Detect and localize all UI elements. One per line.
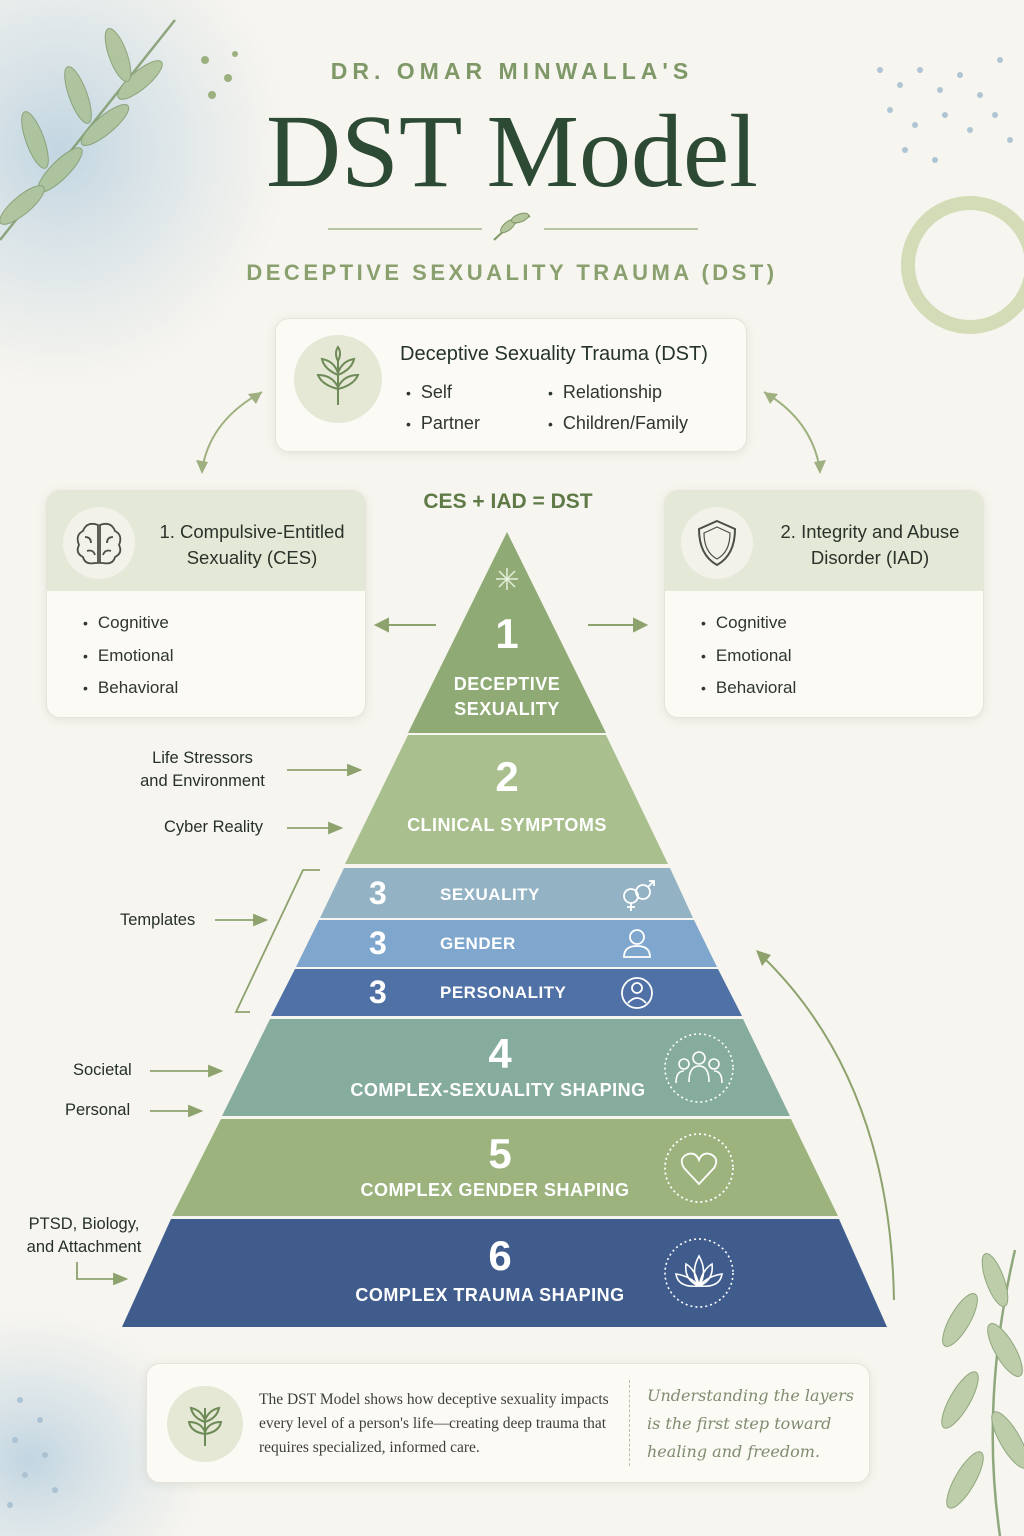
iad-item: Cognitive <box>701 607 796 640</box>
user-circle-icon <box>621 977 653 1009</box>
ces-card-title: 1. Compulsive-Entitled Sexuality (CES) <box>143 519 361 571</box>
iad-title-line: Disorder (IAD) <box>810 547 930 568</box>
template-sexuality-number: 3 <box>369 875 387 911</box>
upward-arrow <box>761 955 895 1301</box>
societal-label: Societal <box>73 1061 132 1079</box>
template-personality-label: PERSONALITY <box>440 983 567 1002</box>
layer-2-number: 2 <box>495 753 519 800</box>
dst-formula: CES + IAD = DST <box>423 490 593 513</box>
ces-items: Cognitive Emotional Behavioral <box>83 607 178 705</box>
iad-item: Emotional <box>701 640 796 673</box>
ptsd-label: PTSD, Biology, and Attachment <box>18 1213 150 1259</box>
dst-item: Self <box>406 377 480 408</box>
layer-2-label: CLINICAL SYMPTOMS <box>407 815 607 835</box>
gender-symbols-icon <box>623 880 655 911</box>
plant-sprout-icon <box>294 335 382 423</box>
footer-quote-line: Understanding the layers <box>647 1386 854 1405</box>
iad-items: Cognitive Emotional Behavioral <box>701 607 796 705</box>
cyber-reality-label: Cyber Reality <box>164 818 264 836</box>
layer-1-label: DECEPTIVE SEXUALITY <box>407 672 607 722</box>
title-leaf-ornament <box>493 212 531 241</box>
template-personality-number: 3 <box>369 974 387 1010</box>
life-stressors-line: Life Stressors <box>152 749 253 767</box>
iad-title-line: 2. Integrity and Abuse <box>780 521 960 542</box>
ces-item: Behavioral <box>83 672 178 705</box>
iad-card: 2. Integrity and Abuse Disorder (IAD) Co… <box>664 490 984 718</box>
shield-icon <box>681 507 753 579</box>
dst-items-left: Self Partner <box>406 377 480 439</box>
footer-card: The DST Model shows how deceptive sexual… <box>146 1363 870 1483</box>
ptsd-label-line: PTSD, Biology, <box>28 1215 140 1233</box>
person-icon <box>623 929 651 958</box>
ces-item: Emotional <box>83 640 178 673</box>
layer-1-label-line: DECEPTIVE <box>453 674 561 694</box>
iad-card-title: 2. Integrity and Abuse Disorder (IAD) <box>761 519 979 571</box>
dst-items-right: Relationship Children/Family <box>548 377 688 439</box>
dst-definition-card: Deceptive Sexuality Trauma (DST) Self Pa… <box>275 318 747 452</box>
layer-5-label: COMPLEX GENDER SHAPING <box>360 1180 630 1200</box>
ces-card-header: 1. Compulsive-Entitled Sexuality (CES) <box>47 491 365 591</box>
page-title: DST Model <box>265 94 759 209</box>
templates-bracket <box>234 869 320 1013</box>
footer-quote-line: healing and freedom. <box>647 1442 820 1461</box>
layer-1-number: 1 <box>495 610 519 657</box>
footer-quote: Understanding the layers is the first st… <box>647 1382 857 1466</box>
ces-card: 1. Compulsive-Entitled Sexuality (CES) C… <box>46 490 366 718</box>
dst-item: Relationship <box>548 377 688 408</box>
ces-item: Cognitive <box>83 607 178 640</box>
layer-6-number: 6 <box>488 1232 512 1279</box>
layer-4-number: 4 <box>488 1030 512 1077</box>
template-gender-number: 3 <box>369 925 387 961</box>
author-overline: DR. OMAR MINWALLA'S <box>330 58 694 84</box>
layer-4-label: COMPLEX-SEXUALITY SHAPING <box>350 1080 646 1100</box>
layer-6-label: COMPLEX TRAUMA SHAPING <box>355 1285 625 1305</box>
ptsd-label-line: and Attachment <box>26 1238 142 1256</box>
layer-1-label-line: SEXUALITY <box>454 699 560 719</box>
brain-icon <box>63 507 135 579</box>
dst-item: Children/Family <box>548 408 688 439</box>
layer-5-number: 5 <box>488 1130 512 1177</box>
personal-label: Personal <box>65 1101 131 1119</box>
ces-title-line: Sexuality (CES) <box>186 547 318 568</box>
template-gender-label: GENDER <box>440 934 516 953</box>
life-stressors-label: Life Stressors and Environment <box>120 747 285 793</box>
templates-label: Templates <box>120 911 196 929</box>
ces-title-line: 1. Compulsive-Entitled <box>159 521 345 542</box>
page-subtitle: DECEPTIVE SEXUALITY TRAUMA (DST) <box>246 260 778 285</box>
dst-card-title: Deceptive Sexuality Trauma (DST) <box>400 343 708 365</box>
footer-description: The DST Model shows how deceptive sexual… <box>259 1391 609 1456</box>
iad-card-header: 2. Integrity and Abuse Disorder (IAD) <box>665 491 983 591</box>
sparkle-icon <box>496 568 518 590</box>
iad-item: Behavioral <box>701 672 796 705</box>
leaf-branch-bottom-right <box>941 1249 1024 1536</box>
footer-divider <box>629 1380 630 1466</box>
plant-sprout-icon <box>167 1386 243 1462</box>
dst-item: Partner <box>406 408 480 439</box>
life-stressors-line: and Environment <box>140 772 265 790</box>
footer-quote-line: is the first step toward <box>647 1414 832 1433</box>
template-sexuality-label: SEXUALITY <box>440 885 540 904</box>
